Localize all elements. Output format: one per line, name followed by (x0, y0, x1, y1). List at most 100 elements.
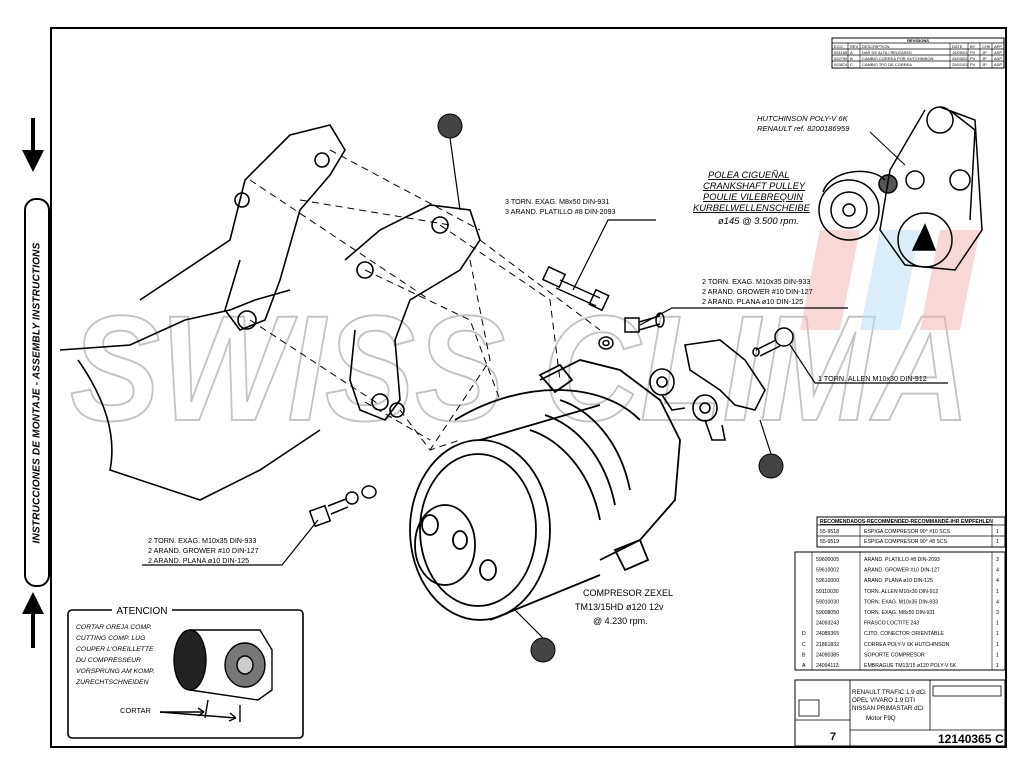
pulley-label-3: POULIE VILEBREQUIN (703, 191, 803, 202)
callout-markers (437, 113, 784, 663)
pulley-label-4: KURBELWELLENSCHEIBE (693, 202, 811, 213)
revisions-cell: JP (982, 56, 987, 61)
recommended-description: ESPIGA COMPRESOR 90° #8 SCS (864, 539, 948, 545)
bolt-m10-lower-drawing (308, 485, 377, 528)
pulley-label-5: ø145 @ 3.500 rpm. (718, 215, 799, 226)
part-description: SOPORTE COMPRESOR (864, 652, 925, 658)
washer-drawing (598, 336, 614, 350)
drawing-number: 12140365 (938, 732, 992, 746)
revisions-cell: DAR DE ALTA / RELEASED (862, 50, 912, 55)
revisions-column-header: ECO (834, 44, 843, 49)
part-quantity: 3 (996, 557, 999, 563)
parts-block: RECOMENDADOS-RECOMMENDED-RECOMMANDÉ-IHR … (794, 516, 1006, 671)
screws-c-line-1: 2 TORN. EXAG. M10x35 DIN-933 (148, 536, 256, 545)
part-code: 59610002 (816, 568, 839, 574)
revisions-cell: JP (982, 50, 987, 55)
revisions-column-header: REV (850, 44, 859, 49)
callout-marker-3 (530, 637, 556, 663)
part-code: 24094113 (816, 663, 839, 669)
drawing-revision: C (995, 732, 1004, 746)
warning-line: COUPER L'OREILLETTE (76, 646, 154, 653)
recommended-description: ESPIGA COMPRESOR 90° #10 SCS (864, 529, 951, 535)
warning-line: ZURECHTSCHNEIDEN (75, 679, 149, 686)
belt-label-2: RENAULT ref. 8200186959 (757, 124, 850, 133)
revisions-cell: 26/03/02 (952, 56, 968, 61)
hardware-labels: 3 TORN. EXAG. M8x50 DIN-931 3 ARAND. PLA… (148, 197, 927, 626)
engine-bracket-drawing (59, 124, 481, 501)
part-quantity: 4 (996, 578, 999, 584)
screws-c-line-2: 2 ARAND. GROWER #10 DIN-127 (148, 546, 259, 555)
screws-b-line-1: 2 TORN. EXAG. M10x35 DIN-933 (702, 277, 810, 286)
revisions-cell: A (850, 50, 853, 55)
part-quantity: 4 (996, 599, 999, 605)
part-item-letter: A (802, 663, 806, 669)
revisions-cell: 15/05/01 (952, 50, 968, 55)
side-title: INSTRUCCIONES DE MONTAJE - ASSEMBLY INST… (31, 242, 43, 543)
allen-label: 1 TORN. ALLEN M10x30 DIN-912 (818, 374, 927, 383)
revisions-cell: ASP (994, 50, 1002, 55)
compressor-label-1: COMPRESOR ZEXEL (583, 588, 673, 598)
belt-label-1: HUTCHINSON POLY-V 6K (757, 114, 849, 123)
part-code: 24093243 (816, 621, 839, 627)
part-quantity: 1 (996, 589, 999, 595)
warning-cut-label: CORTAR (120, 706, 152, 715)
revisions-column-header: BY (970, 44, 976, 49)
part-description: TORN. EXAG. M10x35 DIN-933 (864, 599, 938, 605)
recommended-quantity: 1 (996, 539, 999, 545)
part-description: CORREA POLY-V 6K HUTCHINSON (864, 642, 950, 648)
drawing-frame (50, 27, 1007, 748)
part-code: 59110030 (816, 589, 839, 595)
recommended-code: 55-9518 (820, 529, 839, 535)
part-description: ARAND. PLANA ø10 DIN-125 (864, 578, 933, 584)
part-description: EMBRAGUE TM13/15 ø120 POLY-V 6K (864, 663, 957, 669)
part-description: ARAND. PLATILLO #8 DIN-2093 (864, 557, 940, 563)
callout-lines (142, 137, 948, 639)
revisions-cell: 003874 (834, 62, 848, 67)
vehicle-line-2: OPEL VIVARO 1.9 DTI (852, 697, 915, 704)
pulley-diagram (818, 106, 983, 271)
part-quantity: 1 (996, 631, 999, 637)
title-block: RENAULT TRAFIC 1.9 dCi OPEL VIVARO 1.9 D… (794, 679, 1006, 747)
connector-drawing (649, 339, 766, 441)
revisions-cell: C (850, 62, 853, 67)
revisions-cell: ASP (994, 62, 1002, 67)
revisions-column-header: DESCRIPTION (862, 44, 889, 49)
part-description: TORN. ALLEN M10x30 DIN-912 (864, 589, 938, 595)
part-item-letter: B (802, 652, 806, 658)
part-description: ARAND. GROWER #10 DIN-127 (864, 568, 940, 574)
callout-marker-1 (437, 113, 463, 139)
revisions-cell: 002790 (834, 56, 848, 61)
bolt-m10-top-drawing (624, 312, 665, 333)
revisions-column-header: APP (994, 44, 1002, 49)
warning-title: ATENCION (117, 606, 168, 617)
warning-compressor-drawing (159, 629, 273, 722)
pulley-leader-lines (869, 131, 906, 166)
revisions-cell: JP (982, 62, 987, 67)
recommended-quantity: 1 (996, 529, 999, 535)
screws-c-line-3: 2 ARAND. PLANA ø10 DIN-125 (148, 556, 249, 565)
revisions-cell: ASP (994, 56, 1002, 61)
part-description: FRASCO LOCTITE 243 (864, 621, 919, 627)
revisions-column-header: DATE (952, 44, 963, 49)
revisions-cell: PV (970, 56, 976, 61)
compressor-label-2: TM13/15HD ø120 12v (575, 602, 664, 612)
recommended-code: 55-9519 (820, 539, 839, 545)
part-quantity: 1 (996, 663, 999, 669)
dashed-alignment-lines (249, 149, 601, 451)
part-code: 59610000 (816, 578, 839, 584)
part-code: 24090385 (816, 652, 839, 658)
allen-bolt-drawing (752, 327, 794, 357)
part-code: 24089365 (816, 631, 839, 637)
screws-b-line-2: 2 ARAND. GROWER #10 DIN-127 (702, 287, 813, 296)
compressor-label-3: @ 4.230 rpm. (593, 616, 648, 626)
part-code: 59008050 (816, 610, 839, 616)
warning-line: CORTAR OREJA COMP. (76, 624, 152, 631)
revisions-cell: PV (970, 50, 976, 55)
pulley-label-1: POLEA CIGUEÑAL (708, 169, 789, 180)
side-title-box: INSTRUCCIONES DE MONTAJE - ASSEMBLY INST… (24, 198, 50, 587)
revisions-heading: REVISIONS (907, 38, 929, 43)
sheet-number: 7 (830, 731, 836, 743)
part-quantity: 3 (996, 610, 999, 616)
